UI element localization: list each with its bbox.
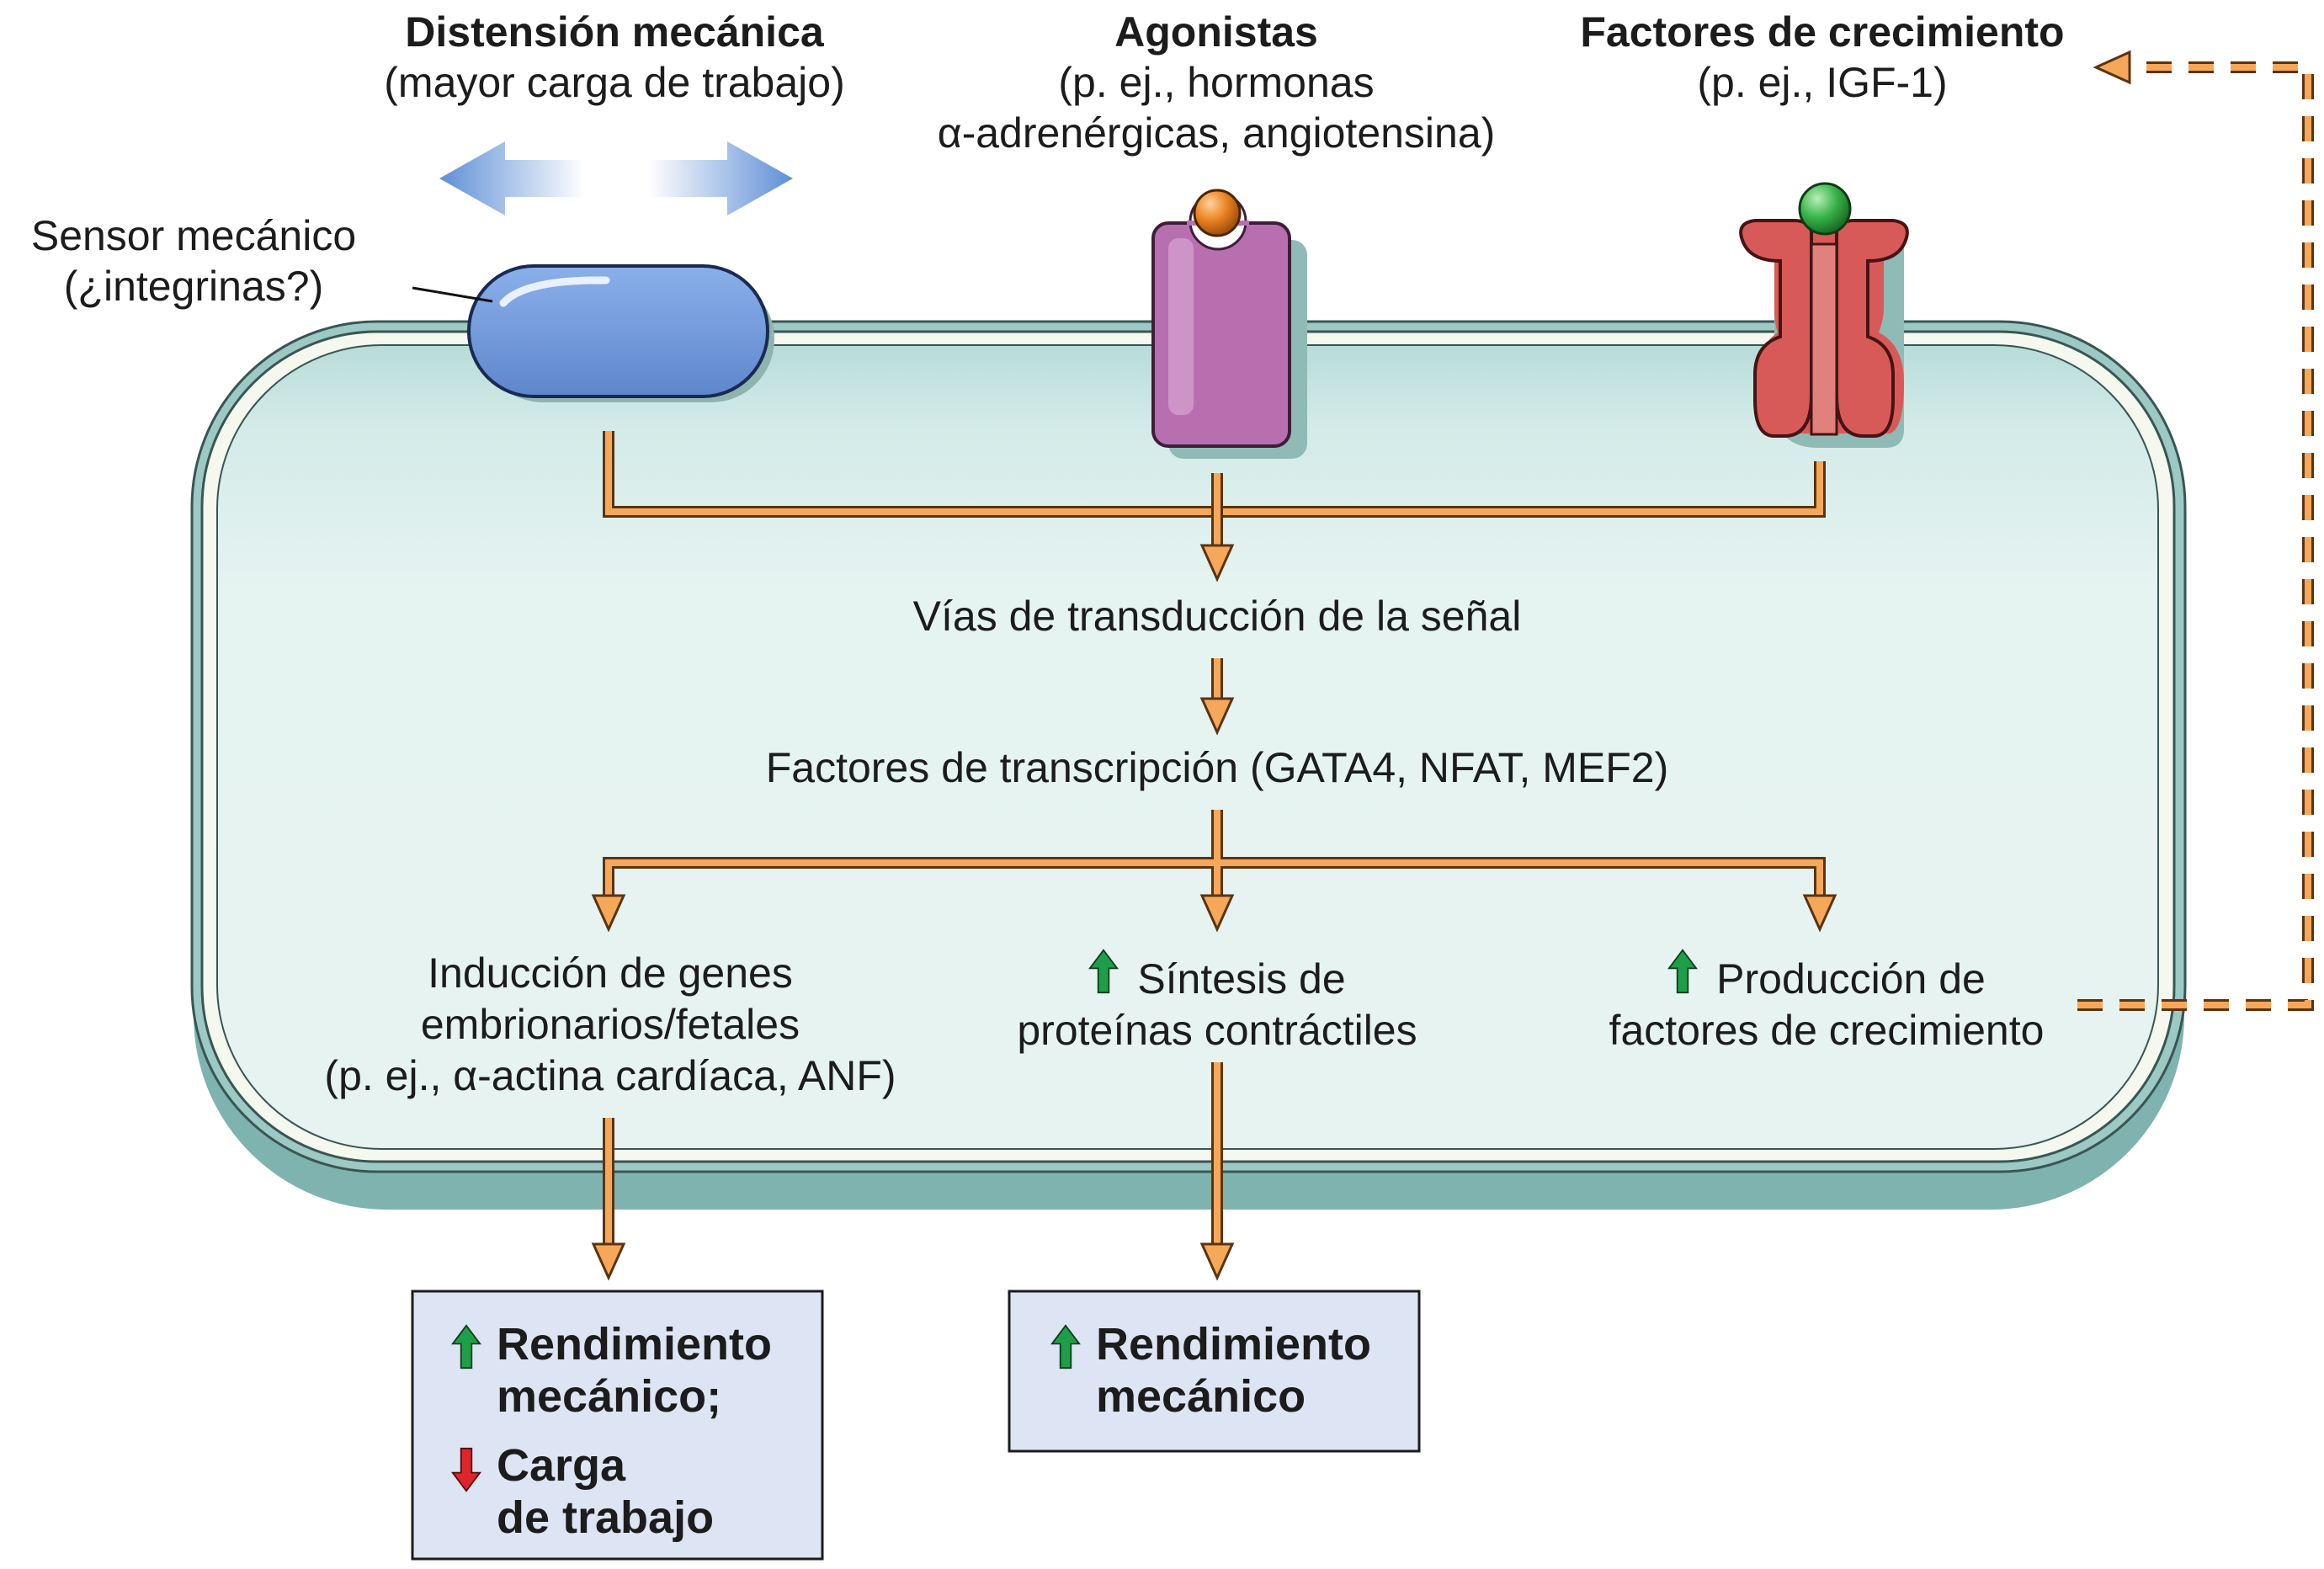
green-up-arrow-icon — [1050, 1324, 1081, 1370]
growth-factor-receptor — [1739, 182, 1909, 448]
result-left-performance-line2: mecánico; — [497, 1371, 722, 1422]
outcome-factors-line1-text: Producción de — [1716, 955, 1986, 1003]
arrowhead-proteins — [1199, 894, 1235, 933]
growth-factor-ligand — [1798, 182, 1852, 236]
result-left-performance-line1: Rendimiento — [497, 1319, 773, 1370]
feedback-loop — [2077, 50, 2314, 1011]
outcome-proteins-line2: proteínas contráctiles — [1017, 1007, 1417, 1054]
arrowhead-result-left — [591, 1242, 626, 1281]
result-box-middle — [1008, 1290, 1421, 1453]
result-left-workload-line2: de trabajo — [497, 1492, 715, 1543]
arrowhead-result-middle — [1199, 1242, 1235, 1281]
result-middle-line2: mecánico — [1096, 1371, 1306, 1422]
outcome-genes-line3: (p. ej., α-actina cardíaca, ANF) — [324, 1052, 896, 1099]
signal-transduction-label: Vías de transducción de la señal — [912, 593, 1522, 640]
green-up-arrow-icon — [1667, 949, 1699, 994]
stretch-arrows — [439, 141, 793, 215]
agonist-receptor — [1151, 189, 1307, 459]
stimulus-mechanical-title: Distensión mecánica — [405, 8, 824, 56]
arrowhead-tf — [1199, 697, 1235, 736]
result-middle-performance-text: Rendimiento mecánico — [1096, 1318, 1371, 1423]
outcome-proteins: Síntesis de proteínas contráctiles — [923, 948, 1512, 1056]
stimulus-agonists: Agonistas (p. ej., hormonas α-adrenérgic… — [880, 7, 1553, 158]
result-left-performance-text: Rendimiento mecánico; — [497, 1318, 772, 1423]
feedback-arrowhead — [2093, 50, 2131, 85]
result-left-workload: Carga de trabajo — [451, 1439, 772, 1544]
sensor-label: Sensor mecánico (¿integrinas?) — [0, 210, 387, 311]
result-middle-text: Rendimiento mecánico — [1050, 1318, 1371, 1423]
sensor-label-line1: Sensor mecánico — [30, 212, 357, 259]
outcome-factors-line1: Producción de — [1532, 948, 2121, 1005]
outcome-factors-line2: factores de crecimiento — [1609, 1007, 2045, 1054]
mechanical-sensor — [412, 264, 774, 402]
stimulus-growth-factors-title: Factores de crecimiento — [1580, 8, 2065, 56]
transcription-factors-label: Factores de transcripción (GATA4, NFAT, … — [765, 744, 1669, 791]
green-up-arrow-icon — [1088, 949, 1119, 994]
stimulus-agonists-subtitle-1: (p. ej., hormonas — [1058, 59, 1375, 106]
result-left-performance: Rendimiento mecánico; — [451, 1318, 772, 1423]
arrowhead-genes — [591, 894, 626, 933]
stretch-arrow-right — [648, 141, 793, 215]
result-left-workload-line1: Carga — [497, 1440, 626, 1491]
stimulus-mechanical: Distensión mecánica (mayor carga de trab… — [278, 7, 951, 108]
pathway-arrowheads — [591, 544, 1837, 1281]
stimulus-growth-factors: Factores de crecimiento (p. ej., IGF-1) — [1486, 7, 2159, 108]
result-box-left — [411, 1290, 824, 1561]
outcome-genes-line2: embrionarios/fetales — [420, 1001, 800, 1048]
outcome-proteins-line1-text: Síntesis de — [1137, 955, 1346, 1003]
result-middle-performance: Rendimiento mecánico — [1050, 1318, 1371, 1423]
stimulus-growth-factors-subtitle: (p. ej., IGF-1) — [1697, 59, 1948, 106]
agonist-ligand — [1193, 189, 1242, 237]
arrowhead-signal — [1199, 544, 1235, 582]
signal-pathway-lines — [603, 431, 1826, 1246]
result-middle-line1: Rendimiento — [1096, 1319, 1372, 1370]
outcome-genes: Inducción de genes embrionarios/fetales … — [253, 948, 968, 1102]
green-up-arrow-icon — [451, 1324, 481, 1370]
red-down-arrow-icon — [451, 1447, 481, 1492]
outcome-proteins-line1: Síntesis de — [923, 948, 1512, 1005]
stimulus-mechanical-subtitle: (mayor carga de trabajo) — [384, 59, 845, 106]
stretch-arrow-left — [439, 141, 585, 215]
arrowhead-factors — [1802, 894, 1837, 933]
outcome-genes-line1: Inducción de genes — [428, 949, 793, 997]
outcome-factors: Producción de factores de crecimiento — [1532, 948, 2121, 1056]
stimulus-agonists-subtitle-2: α-adrenérgicas, angiotensina) — [937, 109, 1496, 157]
result-left-text: Rendimiento mecánico; Carga de trabajo — [451, 1318, 772, 1544]
result-left-workload-text: Carga de trabajo — [497, 1439, 714, 1544]
sensor-label-line2: (¿integrinas?) — [63, 263, 324, 310]
sensor-leader-line — [412, 286, 493, 303]
stimulus-agonists-title: Agonistas — [1114, 8, 1318, 56]
